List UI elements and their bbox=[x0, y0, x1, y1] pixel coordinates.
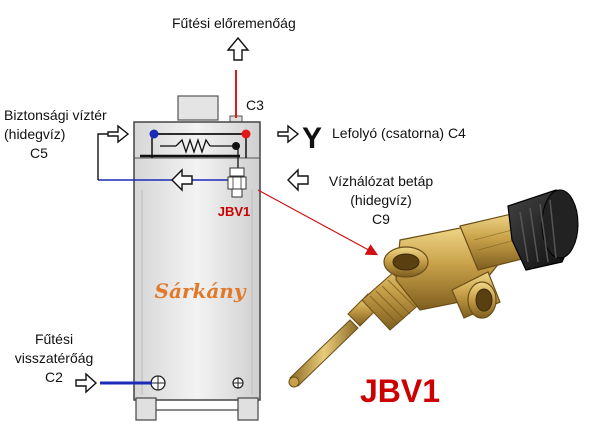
safety-label-line2: (hidegvíz) bbox=[4, 126, 66, 142]
c5-label: C5 bbox=[30, 145, 48, 161]
jbv1-small-label: JBV1 bbox=[218, 204, 251, 219]
jbv1-big-label: JBV1 bbox=[360, 373, 440, 409]
return-label-line2: visszatérőág bbox=[14, 350, 94, 366]
arrow-left-outline-icon bbox=[171, 168, 193, 192]
brand-label: Sárkány bbox=[155, 279, 247, 303]
safety-label-line1: Biztonsági víztér bbox=[4, 107, 107, 123]
drain-symbol: Y bbox=[302, 122, 322, 155]
valve-knob-icon bbox=[507, 189, 579, 271]
internal-pipes bbox=[97, 70, 251, 385]
c2-label: C2 bbox=[45, 369, 63, 385]
flow-top-label: Fűtési előremenőág bbox=[172, 15, 296, 31]
c3-label: C3 bbox=[246, 97, 264, 113]
pointer-arrow bbox=[257, 189, 379, 256]
water-label-line2: (hidegvíz) bbox=[350, 192, 412, 208]
water-label-line1: Vízhálózat betáp bbox=[328, 173, 434, 189]
return-label-line1: Fűtési bbox=[34, 331, 74, 347]
arrow-right-outline-icon bbox=[75, 372, 98, 394]
c9-label: C9 bbox=[372, 211, 390, 227]
arrow-right-outline-icon bbox=[277, 124, 300, 144]
boiler bbox=[133, 95, 261, 421]
arrow-right-outline-icon bbox=[107, 124, 130, 144]
drain-label: Lefolyó (csatorna) C4 bbox=[332, 125, 466, 141]
jbv1-valve-illustration bbox=[288, 189, 579, 388]
arrow-up-outline-icon bbox=[226, 36, 250, 61]
arrow-left-outline-icon bbox=[287, 168, 309, 192]
